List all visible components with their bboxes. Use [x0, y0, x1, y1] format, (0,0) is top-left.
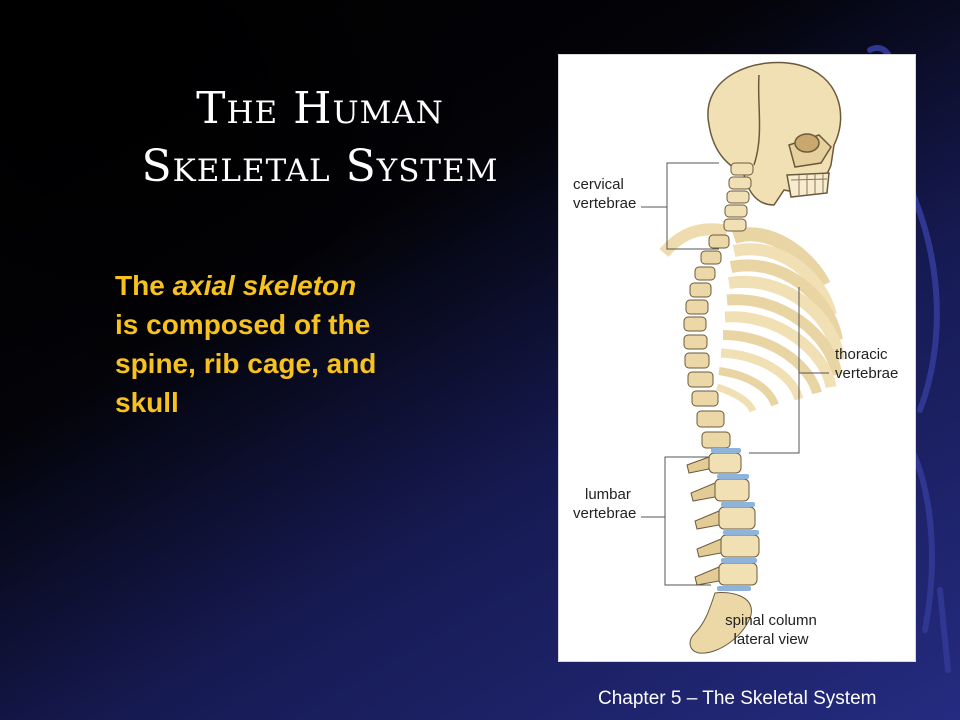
label-cervical-line-2: vertebrae [573, 195, 637, 212]
slide-footer: Chapter 5 – The Skeletal System [598, 688, 877, 709]
body-part-3 [235, 270, 243, 301]
label-thoracic-line-2: vertebrae [835, 365, 899, 382]
label-view-line-2: lateral view [733, 631, 809, 648]
rib-cage [659, 223, 845, 413]
skeleton-figure: cervical vertebrae thoracic vertebrae lu… [558, 54, 916, 662]
thoracic-segment [683, 234, 731, 449]
label-thoracic-vertebrae: thoracic vertebrae [835, 345, 898, 383]
label-brackets [641, 162, 829, 586]
body-text: The axial skeleton is composed of the sp… [115, 266, 385, 422]
sacrum-coccyx [689, 592, 752, 654]
slide-title: The Human Skeletal System [90, 80, 550, 196]
label-thoracic-line-1: thoracic [835, 346, 888, 363]
spinal-column [683, 162, 760, 654]
label-lateral-view: spinal column lateral view [715, 611, 827, 649]
label-view-line-1: spinal column [725, 612, 817, 629]
skeleton-illustration [641, 61, 845, 654]
body-emphasis-axial: axial [172, 270, 235, 301]
label-lumbar-line-1: lumbar [585, 486, 631, 503]
label-lumbar-line-2: vertebrae [573, 505, 637, 522]
title-line-1: The Human [196, 83, 444, 134]
title-line-2: Skeletal System [141, 141, 499, 192]
label-lumbar-vertebrae: lumbar vertebrae [573, 485, 636, 523]
body-part-5: is composed of the spine, rib cage, and … [115, 309, 377, 418]
label-cervical-line-1: cervical [573, 176, 624, 193]
skull [707, 61, 842, 206]
label-cervical-vertebrae: cervical vertebrae [573, 175, 636, 213]
spinous-processes [686, 456, 722, 586]
body-part-1: The [115, 270, 173, 301]
cervical-segment [723, 162, 754, 232]
body-emphasis-skeleton: skeleton [242, 270, 357, 301]
lumbar-segment [708, 452, 760, 586]
intervertebral-discs [711, 448, 759, 591]
